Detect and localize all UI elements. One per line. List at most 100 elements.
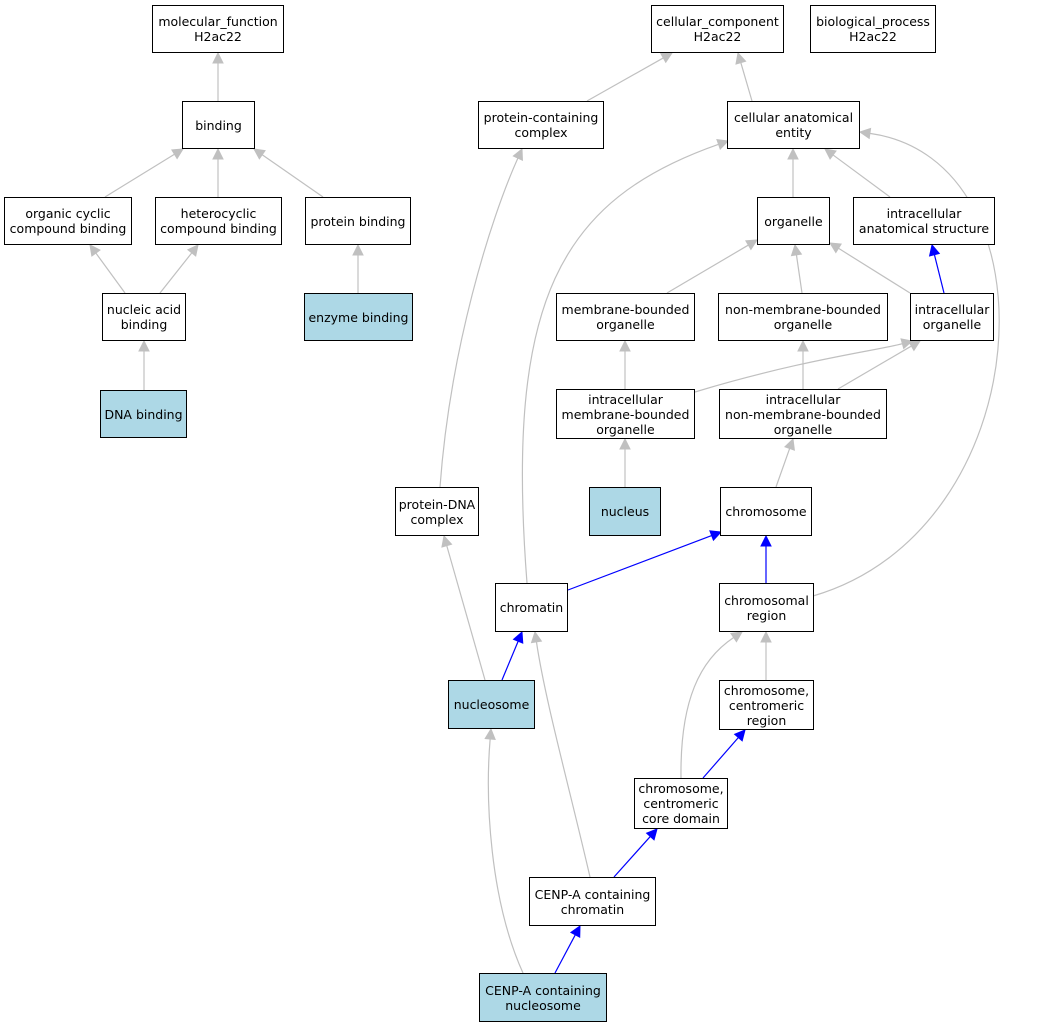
edge-line xyxy=(812,132,1000,597)
node-label: entity xyxy=(775,125,812,140)
node-label: non-membrane-bounded xyxy=(725,302,881,317)
node-label: intracellular xyxy=(588,391,663,407)
edge-line xyxy=(933,254,945,294)
edge-line xyxy=(740,62,753,102)
node-label: cellular_component xyxy=(656,14,779,29)
edge-arrowhead xyxy=(760,534,772,547)
edge-arrowhead xyxy=(253,148,266,160)
edge-arrowhead xyxy=(716,138,730,150)
node-label: intracellular xyxy=(914,302,990,317)
edge-arrowhead xyxy=(441,534,453,548)
node-label: complex xyxy=(410,511,464,527)
edge-line xyxy=(535,641,591,878)
edge-arrowhead xyxy=(619,437,631,450)
edge-arrowhead xyxy=(212,147,224,160)
node-label: binding xyxy=(195,117,242,133)
edge-line xyxy=(694,343,903,393)
node-label: region xyxy=(746,607,787,623)
edge-line xyxy=(838,247,911,294)
edge-line xyxy=(521,143,719,584)
edge-line xyxy=(554,934,576,974)
edge-line xyxy=(666,244,749,294)
node-label: cellular anatomical xyxy=(733,110,854,125)
node-label: organelle xyxy=(764,213,823,229)
node-label: organelle xyxy=(773,421,833,437)
node-label: CENP-A containing xyxy=(485,982,601,998)
edge-line xyxy=(439,157,519,488)
node-label: enzyme binding xyxy=(308,309,409,325)
edge-arrowhead xyxy=(352,243,364,256)
node-label: protein-containing xyxy=(483,110,599,125)
node-chromatin[interactable]: chromatin xyxy=(495,583,568,632)
edge-arrowhead xyxy=(660,52,673,64)
node-nucleus[interactable]: nucleus xyxy=(589,487,661,536)
node-label: chromatin xyxy=(560,901,625,917)
edge-arrowhead xyxy=(760,630,772,643)
node-organelle[interactable]: organelle xyxy=(757,197,830,245)
node-label: H2ac22 xyxy=(849,29,897,44)
node-label: centromeric xyxy=(728,697,805,713)
edge-line xyxy=(702,737,739,779)
edge-line xyxy=(586,57,664,102)
node-nucleosome[interactable]: nucleosome xyxy=(448,680,535,729)
edge-line xyxy=(501,641,519,681)
edge-line xyxy=(487,738,524,974)
edge-arrowhead xyxy=(784,437,795,451)
node-label: H2ac22 xyxy=(693,29,742,44)
edge-arrowhead xyxy=(797,339,809,352)
edge-line xyxy=(567,534,712,591)
edge-arrowhead xyxy=(829,242,842,254)
edge-line xyxy=(261,154,324,198)
edge-line xyxy=(795,254,803,294)
node-protein-binding[interactable]: protein binding xyxy=(305,197,411,245)
edge-arrowhead xyxy=(733,729,746,742)
edge-arrowhead xyxy=(138,339,150,352)
node-label: centromeric xyxy=(643,796,719,811)
edge-arrowhead xyxy=(569,925,581,938)
edge-line xyxy=(446,545,486,681)
node-label: membrane-bounded xyxy=(561,302,690,317)
node-label: protein binding xyxy=(310,213,406,229)
node-label: chromosomal xyxy=(724,592,809,608)
node-label: anatomical structure xyxy=(858,221,990,236)
node-binding[interactable]: binding xyxy=(182,101,255,149)
edge-line xyxy=(104,153,175,198)
edge-line xyxy=(680,637,735,779)
edge-arrowhead xyxy=(858,127,872,140)
node-label: molecular_function xyxy=(158,14,278,29)
node-enzyme-binding[interactable]: enzyme binding xyxy=(304,293,413,341)
edge-line xyxy=(613,836,651,878)
edge-line xyxy=(775,448,791,488)
edge-arrowhead xyxy=(512,630,524,644)
node-label: membrane-bounded xyxy=(561,406,690,422)
node-label: chromosome, xyxy=(723,682,810,698)
node-label: heterocyclic xyxy=(180,206,257,221)
node-label: non-membrane-bounded xyxy=(725,406,881,422)
node-dna-binding[interactable]: DNA binding xyxy=(100,390,187,438)
node-label: chromosome, xyxy=(638,781,724,796)
node-label: organelle xyxy=(773,317,833,332)
node-chromosome[interactable]: chromosome xyxy=(720,487,812,536)
edge-arrowhead xyxy=(212,51,224,64)
